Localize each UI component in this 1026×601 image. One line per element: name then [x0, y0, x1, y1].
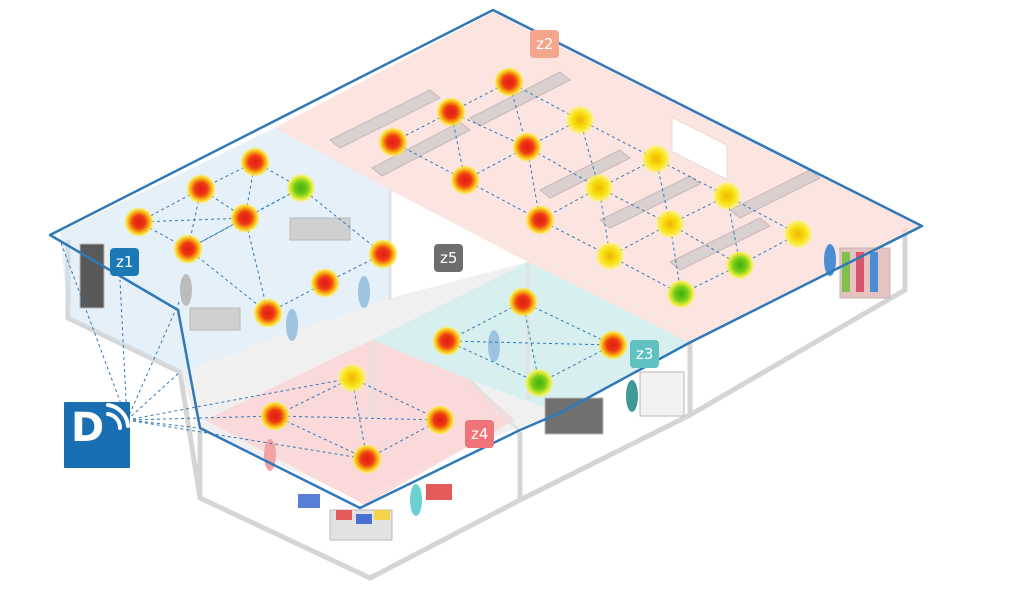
product-box — [298, 494, 320, 508]
sensor-node-red — [598, 330, 628, 360]
sensor-node-red — [425, 405, 455, 435]
gateway-link — [126, 371, 181, 421]
gateway-links — [59, 239, 368, 460]
counter — [289, 217, 351, 241]
sensor-node-red — [436, 97, 466, 127]
sensor-node-green — [725, 250, 755, 280]
product-box — [374, 510, 390, 520]
mesh-link — [244, 217, 269, 314]
shelf-unit — [539, 149, 631, 199]
shopper-figures — [180, 244, 836, 516]
gateway-link — [126, 299, 181, 421]
gateway-link — [119, 279, 128, 421]
sensor-nodes — [124, 67, 813, 474]
gateway-link — [59, 239, 128, 421]
shelf-unit — [371, 121, 471, 177]
monitored-floor-boundary — [48, 8, 924, 510]
partition-z4-z3 — [468, 378, 522, 434]
store-fixtures — [79, 71, 891, 541]
sensor-node-red — [230, 203, 260, 233]
mesh-link — [274, 415, 368, 460]
sensor-node-red — [378, 127, 408, 157]
sensor-node-green — [286, 173, 316, 203]
gateway-link — [126, 419, 368, 460]
product-shelf — [842, 252, 850, 292]
sensor-node-red — [310, 268, 340, 298]
sensor-node-red — [186, 174, 216, 204]
shopper-figure — [626, 380, 638, 412]
mesh-link — [446, 340, 614, 346]
zone-z4-area — [205, 340, 515, 505]
product-box — [336, 510, 352, 520]
mesh-link — [669, 195, 728, 225]
signal-arc — [106, 412, 123, 430]
sensor-node-red — [368, 239, 398, 269]
sensor-node-yellow — [712, 181, 742, 211]
mesh-link — [187, 248, 269, 314]
floor-outline — [48, 8, 924, 510]
product-box — [356, 514, 372, 524]
shopper-figure — [358, 276, 370, 308]
sensor-node-red — [260, 401, 290, 431]
sensor-node-red — [508, 287, 538, 317]
shopper-figure — [264, 439, 276, 471]
shelf-unit — [469, 71, 571, 127]
shelf-unit — [329, 89, 441, 149]
gateway-logo: D — [64, 402, 130, 468]
sensor-node-green — [524, 368, 554, 398]
zone-badge-z1: z1 — [110, 248, 140, 276]
shelf-z3 — [639, 371, 685, 417]
product-shelf — [856, 252, 864, 292]
signal-arc — [106, 403, 130, 428]
washer-row — [189, 307, 241, 331]
sensor-node-red — [512, 132, 542, 162]
sensor-node-red — [525, 205, 555, 235]
sensor-node-red — [494, 67, 524, 97]
mesh-link — [522, 301, 614, 346]
wall-screen — [671, 116, 728, 181]
sensor-node-red — [253, 298, 283, 328]
logo-letter: D — [71, 405, 105, 451]
sensor-node-yellow — [584, 173, 614, 203]
sensor-node-green — [666, 279, 696, 309]
sensor-node-red — [240, 147, 270, 177]
shelf-unit — [599, 175, 701, 229]
gateway-link — [126, 377, 353, 421]
zone-z3-area — [372, 262, 690, 413]
mesh-link — [351, 377, 441, 421]
sensor-node-red — [450, 165, 480, 195]
product-shelf — [870, 252, 878, 292]
zone-badge-z2: z2 — [530, 30, 560, 58]
sensor-node-yellow — [595, 241, 625, 271]
shopper-figure — [824, 244, 836, 276]
sensor-node-red — [352, 444, 382, 474]
sensor-node-red — [124, 207, 154, 237]
sensor-node-red — [432, 326, 462, 356]
sensor-node-yellow — [783, 219, 813, 249]
zone-badge-z3: z3 — [630, 340, 660, 368]
shopper-figure — [180, 274, 192, 306]
sensor-node-yellow — [565, 105, 595, 135]
product-box — [426, 484, 452, 500]
zone-badge-z4: z4 — [465, 420, 495, 448]
mesh-link — [267, 282, 326, 314]
zone-badge-z5: z5 — [434, 244, 464, 272]
mesh-link — [446, 340, 540, 384]
gateway-link — [126, 415, 276, 421]
gateway-link — [126, 419, 201, 429]
shelf-unit — [729, 169, 821, 219]
shopper-figure — [488, 330, 500, 362]
shopper-figure — [286, 309, 298, 341]
wireless-gateway-icon — [106, 403, 130, 430]
mesh-link — [598, 158, 657, 189]
sensor-node-yellow — [337, 363, 367, 393]
sensor-node-yellow — [655, 209, 685, 239]
shopper-figure — [410, 484, 422, 516]
merch-items — [298, 252, 878, 524]
sensor-node-red — [173, 234, 203, 264]
sensor-node-yellow — [641, 144, 671, 174]
mesh-link — [187, 188, 202, 250]
